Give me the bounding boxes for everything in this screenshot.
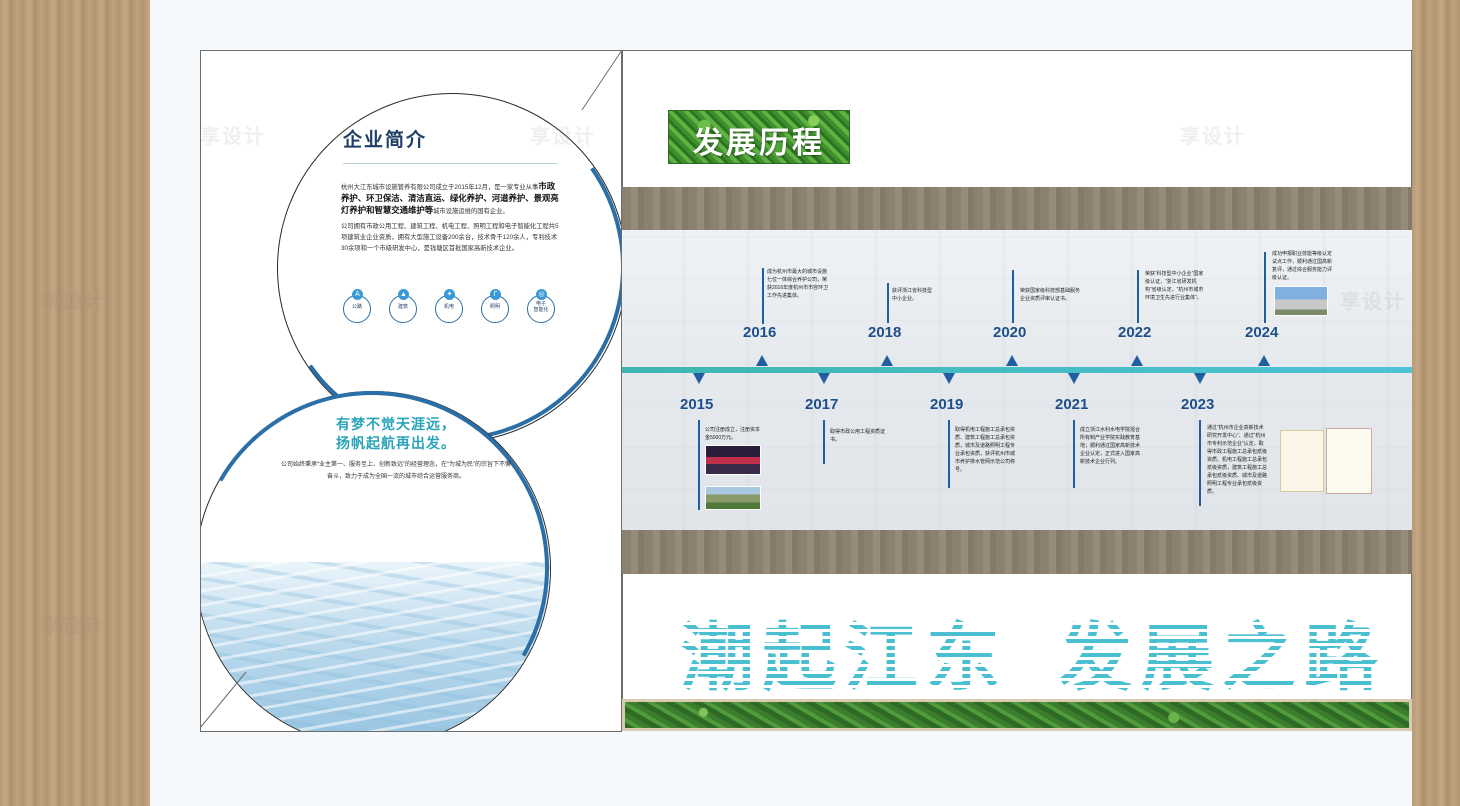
milestone-year: 2017 (805, 396, 839, 413)
watermark: 享设计 (1340, 291, 1406, 313)
campus-photo (705, 486, 761, 510)
milestone-note: 取得市政公用工程资质证书。 (830, 429, 886, 443)
category-label: 电子 智能化 (533, 301, 549, 313)
category-road: A 公路 (343, 289, 371, 323)
watermark: 享设计 (40, 291, 106, 313)
milestone-line (1012, 270, 1014, 323)
category-label: 建筑 (397, 304, 408, 310)
milestone-marker (756, 355, 768, 366)
intro-text: 杭州大江东城市设施管养有限公司成立于2015年12月，是一家专业从事市政养护、环… (341, 181, 559, 258)
intro-para2: 公司拥有市政公用工程、建筑工程、机电工程、照明工程和电子智能化工程共5项建筑业企… (341, 223, 559, 252)
milestone-note: 荣获国家级科技部基础服务企业资质评审认证书。 (1020, 288, 1081, 302)
milestone-marker (818, 373, 830, 384)
category-label: 照明 (489, 304, 500, 310)
milestone-year: 2024 (1245, 324, 1279, 341)
milestone-year: 2020 (993, 324, 1027, 341)
milestone-line (948, 420, 950, 488)
certificate-image-1 (1280, 430, 1324, 492)
slogan-line1: 有梦不觉天涯远， (336, 416, 456, 432)
wood-panel-left (0, 0, 150, 806)
milestone-line (1137, 270, 1139, 323)
milestone-line (1264, 252, 1266, 323)
bottom-slogan-left: 潮起江东 (680, 616, 1008, 699)
milestone-note: 通过“杭州市企业高新技术研究开发中心”、通过“杭州市专利示范企业”认定，取得市政… (1207, 425, 1268, 495)
timeline-title: 发展历程 (693, 127, 825, 160)
business-categories: A 公路 ▲ 建筑 ✦ 机电 Γ 照明 ◎电子 智能化 (343, 289, 565, 325)
milestone-line (698, 420, 700, 510)
milestone-year: 2023 (1181, 396, 1215, 413)
road-icon: A (352, 289, 363, 300)
wood-panel-right (1412, 0, 1460, 806)
moss-planter (622, 699, 1412, 731)
slogan-line2: 扬帆起航再出发。 (336, 435, 456, 451)
category-building: ▲ 建筑 (389, 289, 417, 323)
milestone-marker (1258, 355, 1270, 366)
milestone-note: 成为杭州市最大的城市设施七位一体综合养护公司，荣获2016年度杭州市市容环卫工作… (767, 269, 829, 299)
milestone-line (762, 268, 764, 324)
ceremony-photo (705, 445, 761, 475)
intro-para1-end: 城市设施运维的国有企业。 (433, 208, 509, 215)
milestone-note: 成立浙江水利水电学院混合所有制产业学院实践教育基地；顺利通过国家高新技术企业认定… (1080, 427, 1141, 465)
category-label: 机电 (443, 304, 454, 310)
milestone-year: 2021 (1055, 396, 1089, 413)
office-building-photo (1274, 286, 1328, 316)
watermark: 享设计 (200, 126, 266, 148)
lamp-icon: Γ (490, 289, 501, 300)
bottom-slogan-right: 发展之路 (1058, 616, 1386, 699)
milestone-year: 2015 (680, 396, 714, 413)
milestone-note: 荣获“科技型中小企业”国家级认证，“浙江省研发机构”省级认定，“杭州市城市环境卫… (1145, 271, 1204, 301)
watermark: 享设计 (1180, 126, 1246, 148)
milestone-year: 2022 (1118, 324, 1152, 341)
milestone-marker (693, 373, 705, 384)
slogan-circle (201, 391, 551, 731)
category-label: 公路 (351, 304, 362, 310)
category-lighting: Γ 照明 (481, 289, 509, 323)
milestone-marker (1006, 355, 1018, 366)
category-electronics: ◎电子 智能化 (527, 289, 555, 323)
milestone-line (887, 283, 889, 323)
watermark: 享设计 (530, 126, 596, 148)
milestone-note: 取得机电工程施工总承包资质、建筑工程施工总承包资质，城市及道路照明工程专业承包资… (955, 427, 1016, 473)
building-icon: ▲ (398, 289, 409, 300)
milestone-line (1199, 420, 1201, 506)
intro-title: 企业简介 (343, 130, 428, 151)
category-electromechanical: ✦ 机电 (435, 289, 463, 323)
milestone-line (823, 420, 825, 464)
milestone-marker (1131, 355, 1143, 366)
intro-circle (277, 93, 621, 443)
gear-icon: ✦ (444, 289, 455, 300)
intro-divider (343, 163, 557, 164)
milestone-year: 2016 (743, 324, 777, 341)
milestone-note: 公司注册成立，注册资本金5000万元。 (705, 427, 761, 441)
milestone-marker (881, 355, 893, 366)
milestone-marker (943, 373, 955, 384)
milestone-year: 2019 (930, 396, 964, 413)
intro-para1-start: 杭州大江东城市设施管养有限公司成立于2015年12月，是一家专业从事 (341, 184, 539, 191)
milestone-marker (1194, 373, 1206, 384)
timeline-bar (622, 367, 1412, 373)
chip-icon: ◎ (536, 289, 547, 300)
milestone-line (1073, 420, 1075, 488)
milestone-note: 获评浙江省科技型中小企业。 (892, 288, 933, 302)
watermark: 享设计 (40, 616, 106, 638)
intro-para1-bold: 市政养护、环卫保洁、清洁直运、绿化养护、河道养护、景观亮灯养护和智慧交通维护等 (341, 181, 559, 215)
wood-band-bottom (622, 530, 1412, 574)
water-image (201, 562, 550, 731)
milestone-marker (1068, 373, 1080, 384)
company-intro-panel: 企业简介 杭州大江东城市设施管养有限公司成立于2015年12月，是一家专业从事市… (200, 50, 622, 732)
certificate-image-2 (1326, 428, 1372, 494)
slogan-heading: 有梦不觉天涯远， 扬帆起航再出发。 (291, 415, 501, 453)
slogan-text: 公司始终秉承“业主第一、服务至上、创新致远”的经营理念，在“为城为民”的宗旨下不… (281, 462, 511, 480)
wood-band-top (622, 187, 1412, 230)
milestone-year: 2018 (868, 324, 902, 341)
timeline-title-badge: 发展历程 (668, 110, 850, 164)
milestone-note: 成功申报职业技能等级认定试点工作，顺利通过国高新复评，通过综合服务能力评级认证。 (1272, 251, 1333, 281)
